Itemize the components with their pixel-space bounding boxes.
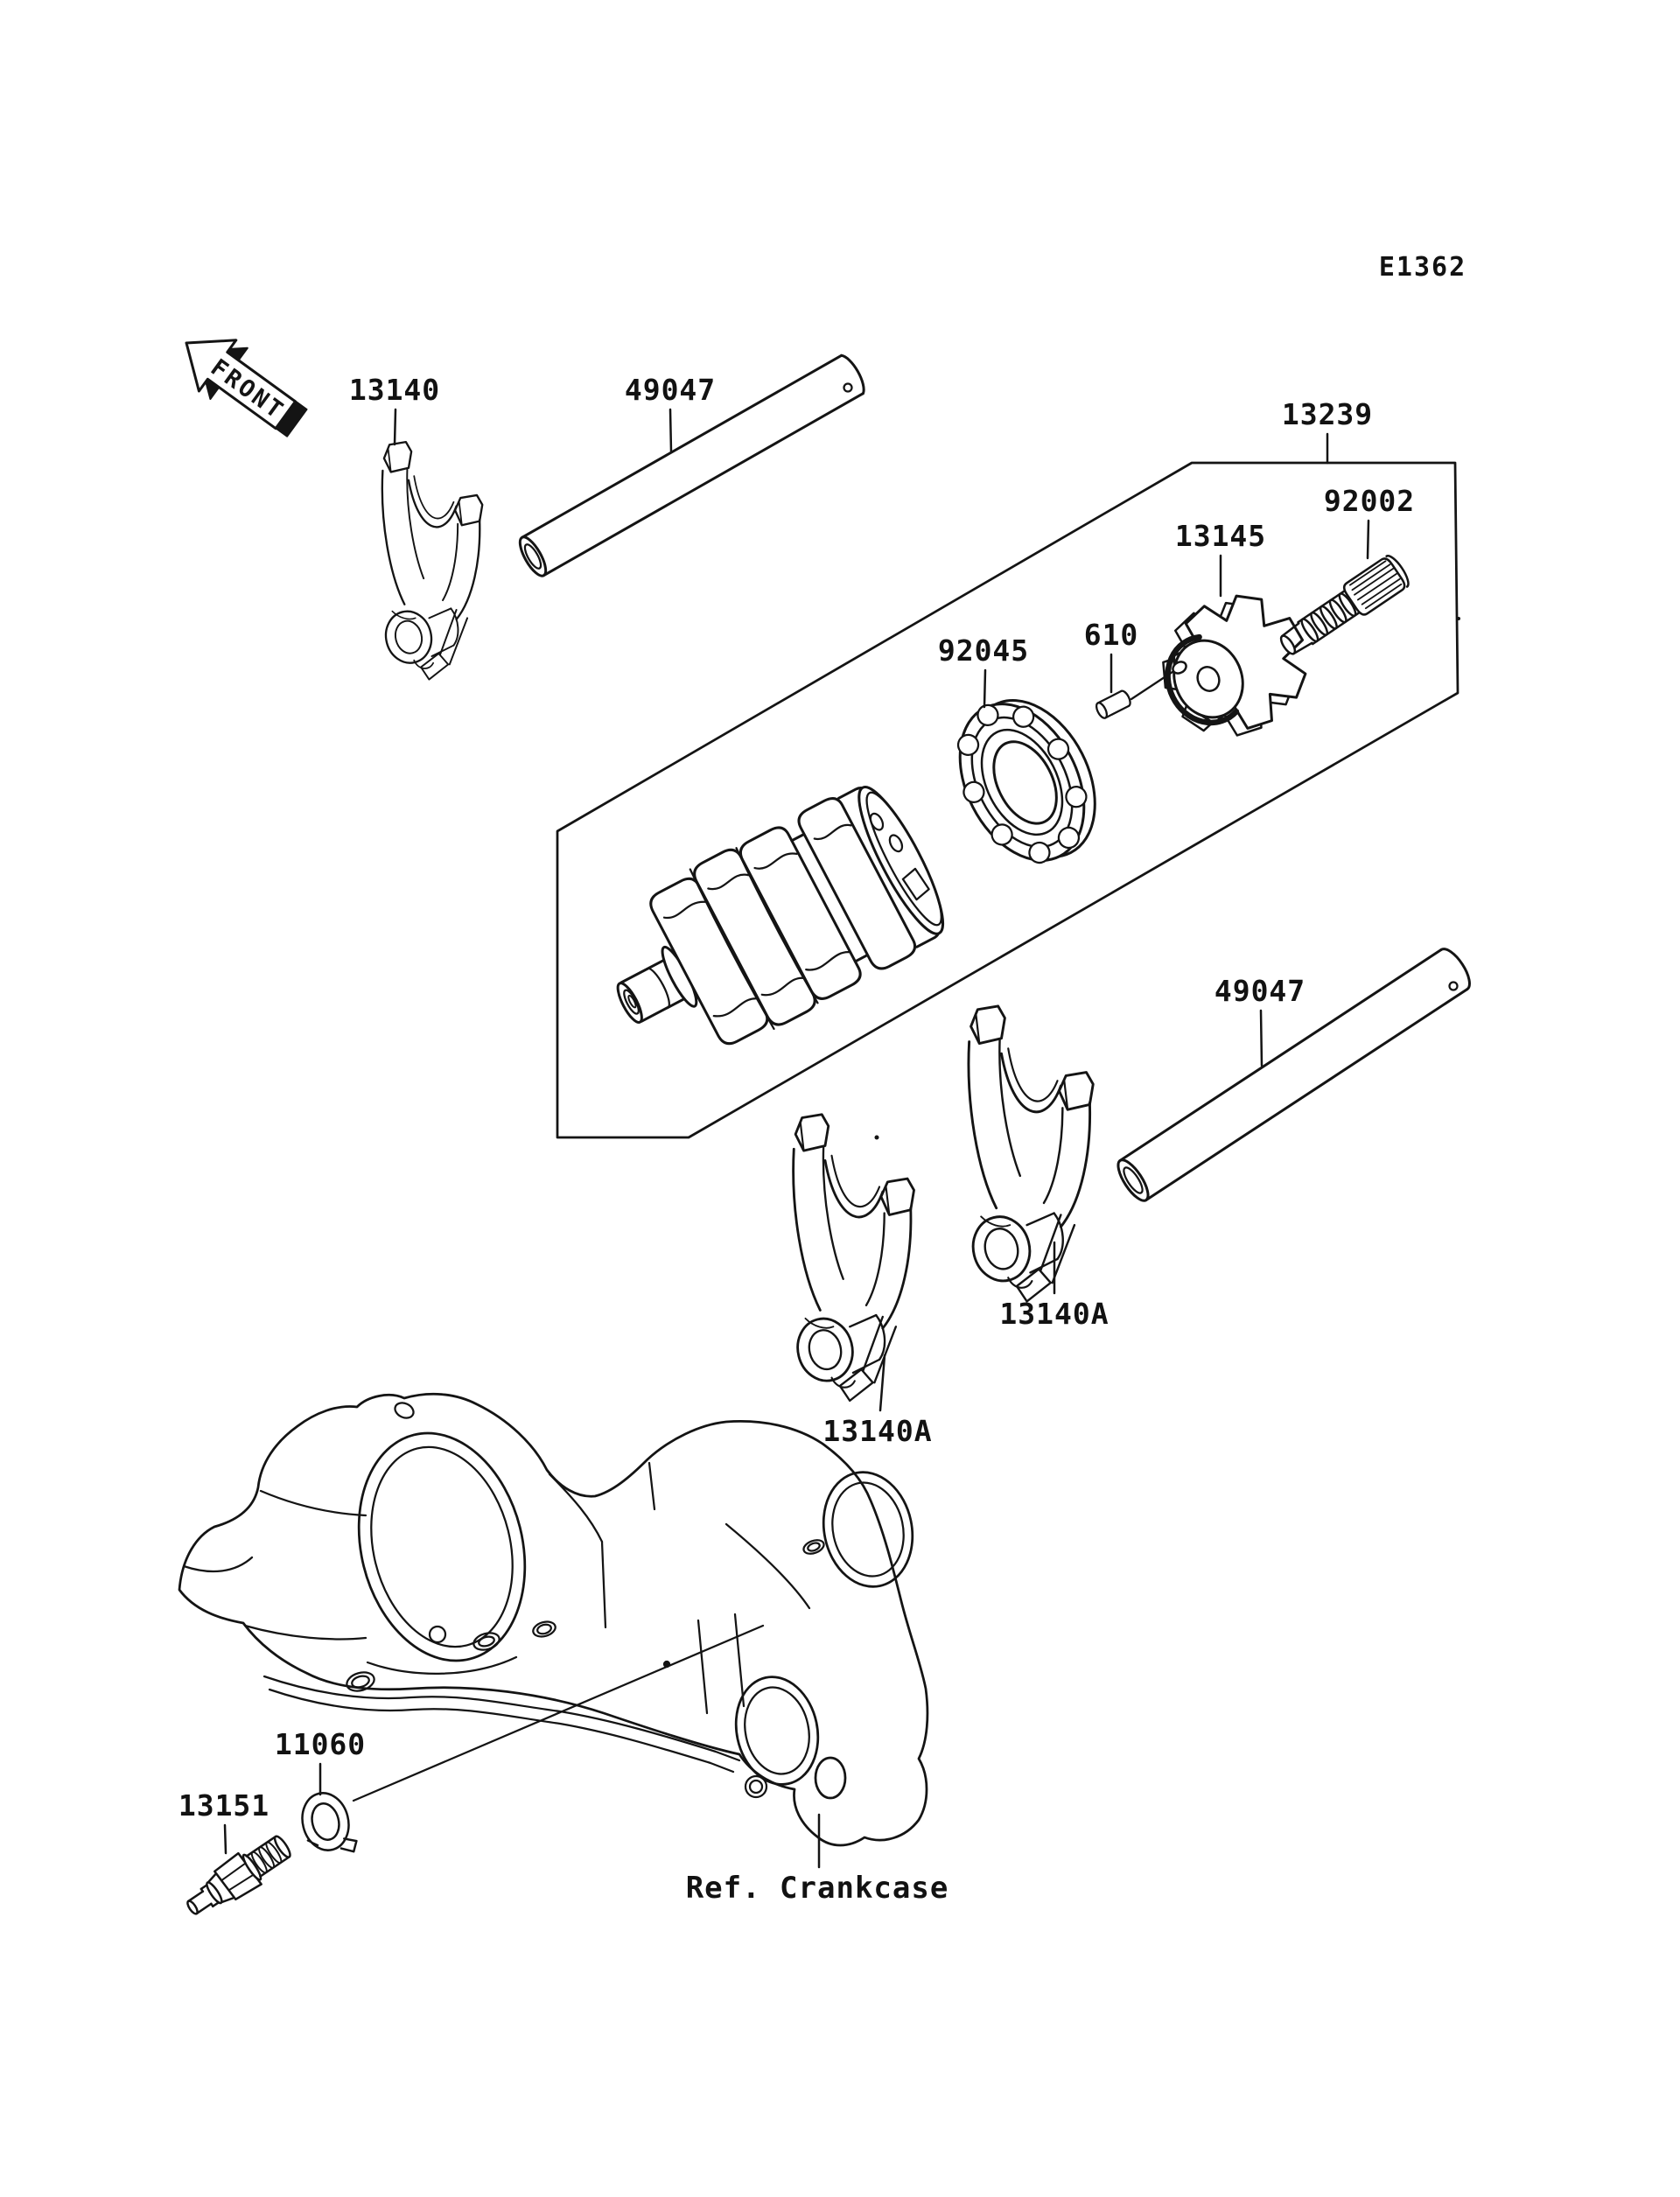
dowel-pin-610-drawing — [1095, 689, 1131, 719]
shift-cam-13145-drawing — [1162, 594, 1307, 737]
part-label-13151: 13151 — [178, 1788, 270, 1823]
part-label-13140a-right: 13140A — [999, 1297, 1110, 1331]
group-box-13239 — [556, 461, 1460, 1139]
gasket-position-pointer-line — [352, 1624, 765, 1802]
part-label-92045: 92045 — [937, 633, 1030, 668]
front-arrow-icon: FRONT — [185, 339, 308, 437]
print-speck — [1457, 617, 1460, 620]
shift-rod-upper-drawing — [518, 353, 865, 577]
part-label-13239: 13239 — [1281, 397, 1374, 431]
gear-change-drum-drawing — [616, 786, 944, 1046]
shift-fork-13140a-right-drawing — [965, 1004, 1095, 1303]
crankcase-drawing — [178, 1392, 929, 1847]
print-speck — [874, 1135, 879, 1140]
part-label-49047-upper: 49047 — [624, 373, 717, 407]
switch-13151-drawing — [186, 1835, 291, 1915]
shift-fork-13140-drawing — [379, 440, 484, 681]
part-label-49047-lower: 49047 — [1214, 974, 1306, 1008]
part-label-13140: 13140 — [348, 373, 441, 407]
part-label-13140a-left: 13140A — [822, 1414, 933, 1448]
part-label-610: 610 — [1083, 618, 1139, 652]
ball-bearing-92045-drawing — [956, 699, 1096, 864]
shift-rod-lower-drawing — [1116, 948, 1471, 1202]
diagram-code: E1362 — [1378, 252, 1467, 283]
part-label-13145: 13145 — [1174, 519, 1267, 553]
shift-fork-13140a-left-drawing — [789, 1113, 915, 1403]
gasket-11060-drawing — [301, 1792, 358, 1853]
leader-lines — [223, 408, 1370, 1869]
part-label-92002: 92002 — [1323, 484, 1416, 518]
part-label-11060: 11060 — [274, 1727, 367, 1761]
crankcase-reference-caption: Ref. Crankcase — [685, 1871, 949, 1906]
cam-bolt-92002-drawing — [1279, 555, 1410, 655]
